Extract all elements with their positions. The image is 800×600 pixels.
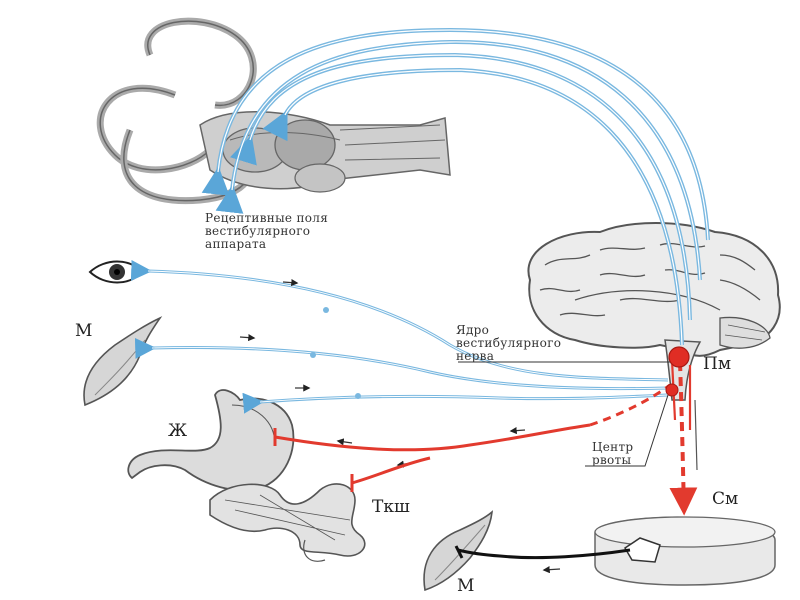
efferent-pathways <box>273 359 698 516</box>
leader-lines <box>458 361 670 467</box>
stomach-icon <box>127 389 295 492</box>
muscle-top-label: М <box>75 321 93 341</box>
receptive-fields-label: Рецептивные поля вестибулярного аппарата <box>205 211 329 251</box>
vestibular-nucleus <box>668 346 690 368</box>
muscle-icon <box>83 316 163 407</box>
eye-icon <box>88 260 144 284</box>
vestibular-nucleus-label: Ядро вестибулярного нерва <box>456 323 562 363</box>
ganglion-dots <box>310 307 361 399</box>
direction-arrows <box>239 278 561 574</box>
motor-pathway <box>454 545 631 560</box>
stomach-label: Ж <box>168 421 188 441</box>
vomit-center-label: Центр рвоты <box>592 440 634 467</box>
intestine-icon <box>209 483 366 562</box>
intestine-label: Ткш <box>372 497 410 517</box>
brain-icon <box>527 222 781 471</box>
inner-ear-icon <box>96 17 451 205</box>
spinal-cord-section-icon <box>594 516 776 586</box>
muscle-bottom-label: М <box>457 576 475 596</box>
vomit-center <box>665 383 679 397</box>
medulla-label: Пм <box>703 354 732 374</box>
spinal-cord-label: См <box>712 489 739 509</box>
